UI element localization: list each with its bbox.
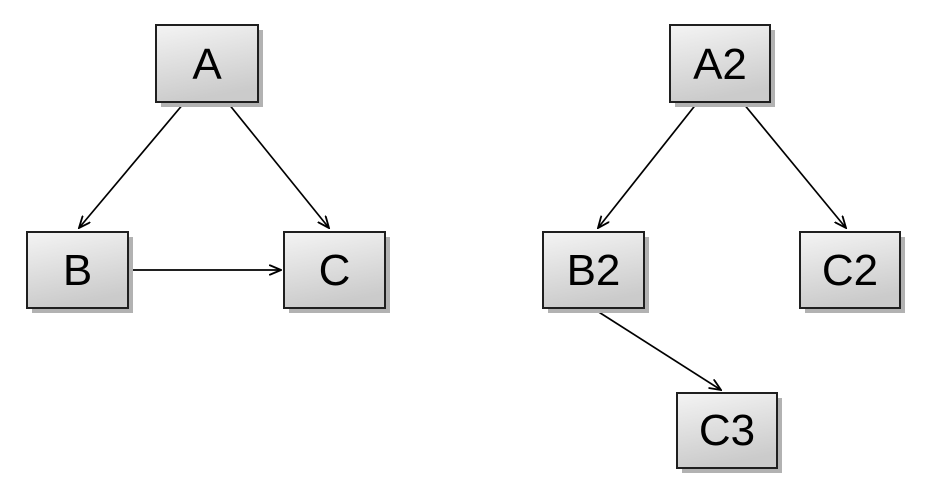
edge-A-to-B — [79, 102, 185, 228]
node-label: C — [319, 246, 351, 295]
node-box — [155, 24, 259, 103]
node-label: A — [192, 40, 222, 89]
node-label: B2 — [567, 246, 621, 295]
node-box — [542, 231, 645, 309]
node-label: C2 — [822, 246, 878, 295]
node-C: C — [283, 231, 390, 313]
node-B: B — [26, 231, 133, 313]
node-box — [676, 392, 778, 469]
edge-A-to-C — [227, 102, 329, 228]
node-label: B — [63, 246, 92, 295]
node-B2: B2 — [542, 231, 649, 313]
node-A: A — [155, 24, 263, 107]
node-A2: A2 — [669, 24, 775, 107]
node-box — [669, 24, 771, 103]
node-label: C3 — [699, 406, 755, 455]
right-graph: A2 B2 C2 C3 — [542, 24, 905, 473]
node-box — [799, 231, 901, 309]
edge-B2-to-C3 — [593, 308, 721, 390]
node-box — [283, 231, 386, 309]
left-graph: A B C — [26, 24, 390, 313]
edge-A2-to-C2 — [742, 102, 846, 228]
node-C3: C3 — [676, 392, 782, 473]
node-box — [26, 231, 129, 309]
node-label: A2 — [693, 40, 747, 89]
node-C2: C2 — [799, 231, 905, 313]
edge-A2-to-B2 — [598, 102, 698, 228]
